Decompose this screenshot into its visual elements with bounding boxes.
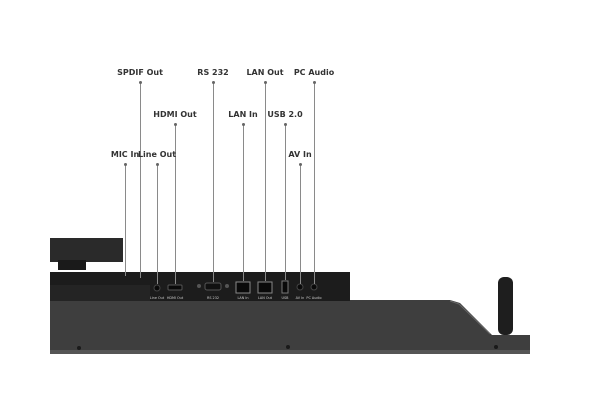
- leader-dot: [264, 81, 267, 84]
- callout-mic-in: MIC In: [110, 150, 140, 159]
- rs232-port: [204, 282, 222, 291]
- usb-port: [281, 280, 289, 294]
- screw: [494, 345, 498, 349]
- callout-hdmi-out: HDMI Out: [153, 110, 197, 119]
- line-out-port: [153, 284, 161, 292]
- leader-line: [140, 82, 141, 278]
- port-label: RS 232: [206, 296, 220, 300]
- port-label: HDMI Out: [166, 296, 184, 300]
- lan-out-port: [257, 281, 273, 294]
- callout-lan-in: LAN In: [228, 110, 258, 119]
- leader-line: [300, 164, 301, 284]
- screw: [286, 345, 290, 349]
- callout-pc-audio: PC Audio: [293, 68, 335, 77]
- leader-dot: [212, 81, 215, 84]
- callout-av-in: AV In: [288, 150, 312, 159]
- leader-dot: [174, 123, 177, 126]
- leader-line: [175, 124, 176, 284]
- hdmi-out-port: [167, 284, 183, 291]
- port-label: Line Out: [149, 296, 165, 300]
- body-highlight: [449, 300, 491, 335]
- port-label: LAN Out: [257, 296, 273, 300]
- callout-line-out: Line Out: [137, 150, 177, 159]
- mount-bracket: [50, 238, 123, 262]
- antenna: [498, 277, 513, 335]
- leader-dot: [139, 81, 142, 84]
- rs232-screw-right: [225, 284, 229, 288]
- bracket-foot: [58, 260, 86, 270]
- callout-rs232: RS 232: [197, 68, 229, 77]
- leader-dot: [124, 163, 127, 166]
- leader-line: [213, 82, 214, 282]
- callout-spdif-out: SPDIF Out: [117, 68, 163, 77]
- leader-dot: [242, 123, 245, 126]
- port-label: PC Audio: [306, 296, 322, 300]
- port-label: AV In: [295, 296, 305, 300]
- port-label: LAN In: [237, 296, 249, 300]
- leader-line: [243, 124, 244, 281]
- device-body: [50, 300, 530, 352]
- lan-in-port: [235, 281, 251, 294]
- callout-lan-out: LAN Out: [246, 68, 284, 77]
- pc-audio-port: [310, 283, 318, 291]
- leader-line: [314, 82, 315, 284]
- av-in-port: [296, 283, 304, 291]
- panel-recess: [50, 285, 150, 301]
- leader-line: [125, 164, 126, 276]
- leader-dot: [299, 163, 302, 166]
- leader-line: [157, 164, 158, 284]
- callout-usb: USB 2.0: [267, 110, 303, 119]
- device-bottom-edge: [50, 350, 530, 354]
- screw: [77, 346, 81, 350]
- leader-dot: [313, 81, 316, 84]
- leader-dot: [284, 123, 287, 126]
- leader-line: [285, 124, 286, 280]
- leader-line: [265, 82, 266, 281]
- rs232-screw-left: [197, 284, 201, 288]
- port-label: USB: [281, 296, 289, 300]
- leader-dot: [156, 163, 159, 166]
